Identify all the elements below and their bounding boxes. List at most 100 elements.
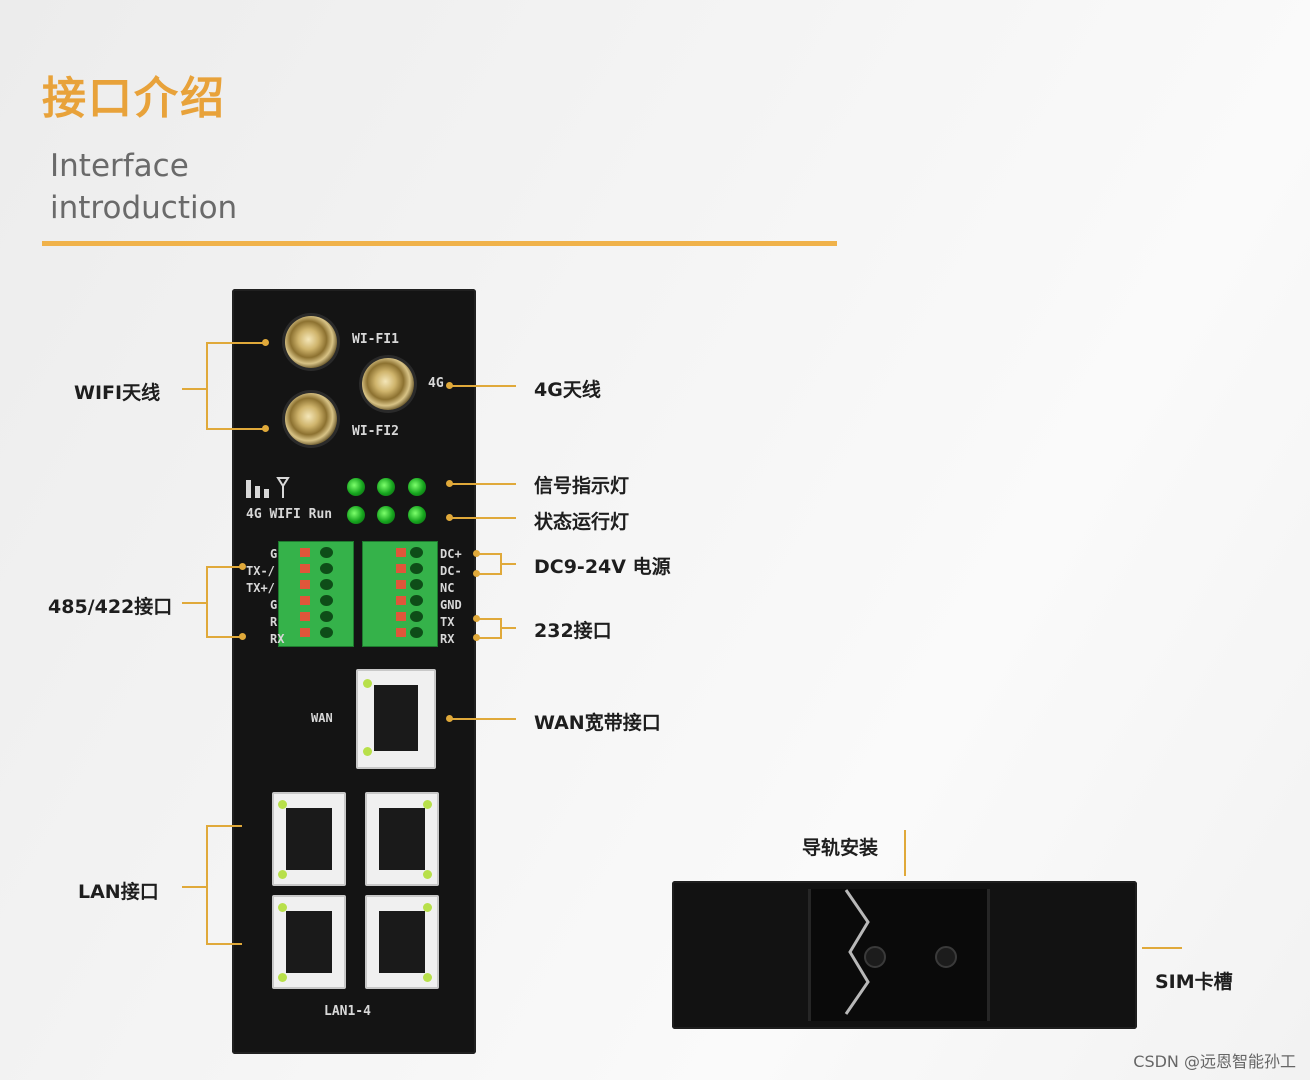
led-4g-signal — [347, 478, 365, 496]
terminal-hole — [410, 579, 423, 590]
terminal-hole — [410, 627, 423, 638]
4g-label: 4G — [428, 376, 444, 391]
pin-label: R — [270, 615, 278, 629]
lan-port-3 — [272, 895, 346, 989]
pin-label: DC+ — [440, 547, 462, 561]
leader-line — [500, 563, 516, 565]
lan-ports-label: LAN1-4 — [324, 1004, 371, 1019]
terminal-release-tab — [300, 564, 310, 573]
leader-line — [206, 943, 242, 945]
terminal-release-tab — [300, 612, 310, 621]
leader-line — [206, 636, 242, 638]
callout-sim: SIM卡槽 — [1155, 971, 1233, 993]
spring-clip-icon — [840, 888, 874, 1020]
terminal-hole — [410, 611, 423, 622]
wifi1-antenna-connector — [285, 316, 337, 368]
terminal-hole — [410, 595, 423, 606]
leader-line — [450, 517, 516, 519]
callout-rs485: 485/422接口 — [48, 596, 173, 618]
leader-line — [182, 388, 208, 390]
leader-line — [206, 566, 242, 568]
bracket — [476, 618, 502, 620]
leader-line — [450, 718, 516, 720]
leader-line — [206, 825, 242, 827]
leader-line — [500, 627, 516, 629]
screw-icon — [864, 946, 886, 968]
callout-din-rail: 导轨安装 — [802, 837, 879, 859]
pin-label: TX+/ — [246, 581, 275, 595]
callout-signal-led: 信号指示灯 — [534, 475, 630, 497]
bracket — [206, 342, 208, 430]
signal-antenna-icon — [246, 476, 298, 504]
pin-label: NC — [440, 581, 455, 595]
pin-label: RX — [440, 632, 455, 646]
leader-dot — [446, 382, 453, 389]
watermark: CSDN @远恩智能孙工 — [1133, 1052, 1296, 1071]
leader-line — [904, 830, 906, 876]
terminal-release-tab — [300, 580, 310, 589]
leader-dot — [262, 339, 269, 346]
wifi2-antenna-connector — [285, 393, 337, 445]
leader-line — [206, 428, 264, 430]
leader-dot — [446, 480, 453, 487]
terminal-release-tab — [300, 628, 310, 637]
bracket — [476, 553, 502, 555]
leader-line — [182, 886, 208, 888]
terminal-release-tab — [396, 564, 406, 573]
router-device — [232, 289, 476, 1054]
pin-label: TX — [440, 615, 455, 629]
bracket — [476, 637, 502, 639]
terminal-release-tab — [396, 580, 406, 589]
terminal-release-tab — [396, 596, 406, 605]
leader-dot — [446, 715, 453, 722]
lan-port-1 — [272, 792, 346, 886]
callout-wan: WAN宽带接口 — [534, 712, 661, 734]
terminal-hole — [410, 563, 423, 574]
pin-label: TX-/ — [246, 564, 275, 578]
subtitle-line-2: introduction — [50, 190, 238, 226]
callout-lan: LAN接口 — [78, 881, 159, 903]
bracket — [206, 825, 208, 945]
terminal-hole — [320, 627, 333, 638]
leader-line — [182, 602, 208, 604]
terminal-release-tab — [396, 628, 406, 637]
terminal-hole — [320, 611, 333, 622]
callout-power: DC9-24V 电源 — [534, 556, 671, 578]
led-labels: 4G WIFI Run — [246, 507, 333, 522]
bracket — [476, 573, 502, 575]
terminal-hole — [320, 563, 333, 574]
leader-dot — [239, 563, 246, 570]
wifi2-label: WI-FI2 — [352, 424, 399, 439]
wan-port-label: WAN — [311, 711, 333, 725]
led-run-status — [408, 506, 426, 524]
led-wifi-signal — [377, 478, 395, 496]
page-subtitle: Interface introduction — [50, 138, 237, 236]
terminal-release-tab — [396, 612, 406, 621]
pin-label: DC- — [440, 564, 462, 578]
bracket — [206, 566, 208, 638]
leader-dot — [239, 633, 246, 640]
terminal-hole — [320, 579, 333, 590]
leader-line — [450, 483, 516, 485]
pin-label: RX — [270, 632, 285, 646]
leader-line — [1142, 947, 1182, 949]
terminal-release-tab — [300, 548, 310, 557]
led-run-signal — [408, 478, 426, 496]
right-pin-labels: DC+ DC- NC GND TX RX — [440, 546, 462, 648]
title-divider — [42, 241, 837, 246]
callout-wifi-antenna: WIFI天线 — [74, 382, 161, 404]
terminal-hole — [320, 547, 333, 558]
callout-status-led: 状态运行灯 — [534, 511, 630, 533]
wifi1-label: WI-FI1 — [352, 332, 399, 347]
pin-label: G — [270, 547, 278, 561]
lan-port-4 — [365, 895, 439, 989]
pin-label: G — [270, 598, 278, 612]
pin-label: GND — [440, 598, 462, 612]
leader-line — [206, 342, 264, 344]
left-pin-labels: G TX-/ TX+/ G R RX — [246, 546, 284, 648]
din-rail-clip — [808, 889, 990, 1021]
terminal-release-tab — [300, 596, 310, 605]
terminal-block-rs485 — [278, 541, 354, 647]
terminal-hole — [410, 547, 423, 558]
leader-dot — [262, 425, 269, 432]
